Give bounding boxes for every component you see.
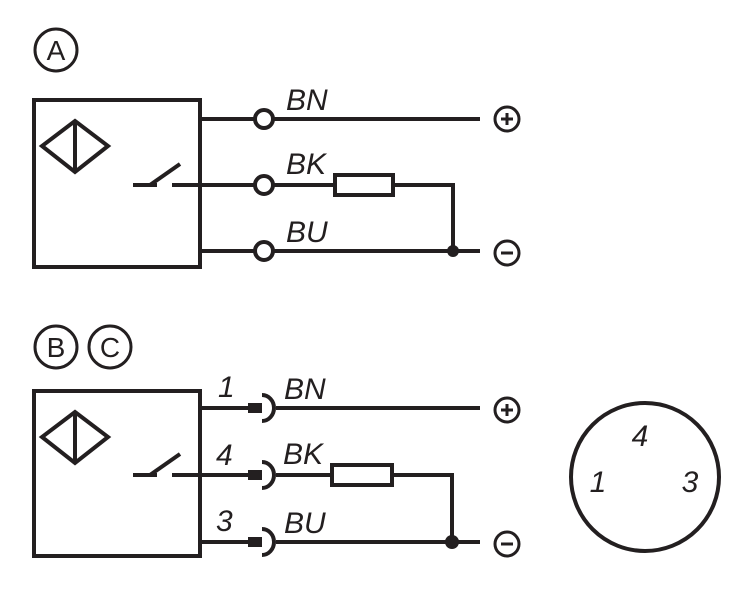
wire-bk-a: BK — [200, 148, 455, 253]
minus-terminal-a: − — [493, 239, 521, 267]
wire-label-bk-b: BK — [283, 438, 325, 471]
junction-dot-b — [445, 535, 459, 549]
connector-pin-label-4: 4 — [632, 420, 649, 453]
connector-socket-icon-1 — [261, 393, 276, 423]
section-c-badge-text: C — [100, 332, 120, 363]
wire-bk-b: 4 BK — [200, 438, 454, 544]
pin-number-1: 1 — [218, 371, 235, 404]
wire-label-bn-a: BN — [286, 84, 328, 117]
section-b-badge: B — [33, 324, 79, 370]
load-resistor-a — [333, 173, 395, 197]
inductive-sensor-icon-a — [38, 118, 112, 175]
connector-socket-icon-4 — [261, 460, 276, 490]
connector-pin-label-1: 1 — [590, 466, 607, 499]
switch-contact-icon-a — [133, 162, 200, 187]
load-resistor-b — [330, 463, 394, 487]
section-a-badge: A — [33, 27, 79, 73]
section-c-badge: C — [87, 324, 133, 370]
inductive-sensor-icon-b — [38, 409, 112, 466]
connector-pin-icon-3 — [248, 537, 262, 547]
wire-bu-b: 3 BU − — [200, 505, 521, 558]
switch-contact-icon-b — [133, 452, 200, 477]
section-a: A BN + — [32, 27, 521, 269]
wire-bn-b: 1 BN + — [200, 371, 521, 424]
plus-terminal-b: + — [493, 396, 521, 424]
wire-bn-a: BN + — [200, 84, 521, 133]
wire-label-bk-a: BK — [286, 148, 328, 181]
pin-number-4: 4 — [216, 439, 233, 472]
connector-face: 4 1 3 — [569, 401, 721, 553]
wire-label-bu-b: BU — [284, 507, 326, 540]
connector-pin-icon-1 — [248, 403, 262, 413]
connector-pin-icon-4 — [248, 470, 262, 480]
section-bc: B C 1 BN + — [32, 324, 721, 558]
section-a-badge-text: A — [47, 35, 66, 66]
section-b-badge-text: B — [47, 332, 66, 363]
wire-label-bn-b: BN — [284, 373, 326, 406]
minus-terminal-b: − — [493, 530, 521, 558]
junction-dot-a — [447, 245, 459, 257]
pin-number-3: 3 — [216, 505, 233, 538]
wire-bu-a: BU − — [200, 216, 521, 267]
plus-terminal-a: + — [493, 105, 521, 133]
wire-label-bu-a: BU — [286, 216, 328, 249]
connector-pin-label-3: 3 — [682, 466, 699, 499]
connector-socket-icon-3 — [261, 527, 276, 557]
